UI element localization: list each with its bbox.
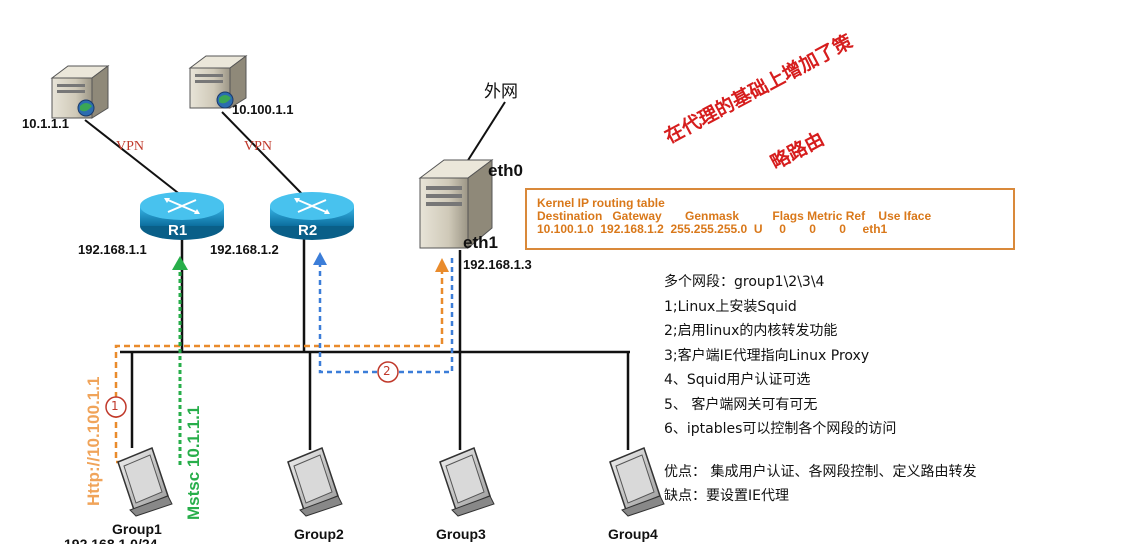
vpn-link-left xyxy=(84,119,183,197)
server-10-1-1-1-icon xyxy=(50,65,110,119)
note-item: 5、 客户端网关可有可无 xyxy=(664,396,818,413)
eth1-ip: 192.168.1.3 xyxy=(463,257,532,272)
notes-list: 多个网段：group1\2\3\4 1;Linux上安装Squid 2;启用li… xyxy=(664,270,896,442)
note-item: 4、Squid用户认证可选 xyxy=(664,372,811,388)
path-marker-1-label: 1 xyxy=(111,399,119,413)
path-2-route xyxy=(318,258,454,374)
path-marker-2-label: 2 xyxy=(383,364,391,378)
pc-group2-icon xyxy=(287,447,343,517)
note-item: 3;客户端IE代理指向Linux Proxy xyxy=(664,347,870,364)
path-marker-2-circle xyxy=(377,361,399,383)
vpn-link-right xyxy=(221,111,305,197)
group4-label: Group4 xyxy=(608,526,658,542)
group3-label: Group3 xyxy=(436,526,486,542)
vpn-label-left: VPN xyxy=(116,139,145,154)
routing-table-row: 10.100.1.0 192.168.1.2 255.255.255.0 U 0… xyxy=(537,222,888,236)
path-mstsc-arrowhead xyxy=(172,256,188,270)
router-r1-name: R1 xyxy=(168,222,188,239)
routing-table-header: Destination Gateway Genmask Flags Metric… xyxy=(537,209,932,223)
pc-group4-icon xyxy=(609,447,665,517)
internet-label: 外网 xyxy=(484,82,518,102)
server-left-ip: 10.1.1.1 xyxy=(22,116,69,131)
eth1-label: eth1 xyxy=(463,233,498,252)
router-r1-icon xyxy=(140,192,224,240)
routing-table-box: Kernel IP routing table Destination Gate… xyxy=(525,188,1015,250)
server-10-100-1-1-icon xyxy=(188,55,248,109)
server-right-ip: 10.100.1.1 xyxy=(232,102,294,117)
pc-group1-icon xyxy=(117,447,173,517)
internet-link xyxy=(464,101,506,166)
mstsc-path-label: Mstsc 10.1.1.1 xyxy=(184,405,203,520)
pc-group3-icon xyxy=(439,447,495,517)
note-item: 1;Linux上安装Squid xyxy=(664,298,797,315)
path-1-arrowhead xyxy=(435,258,449,272)
group1-label: Group1 xyxy=(112,521,162,537)
router-r1-ip: 192.168.1.1 xyxy=(78,242,147,257)
group1-subnet: 192.168.1.0/24 xyxy=(64,536,158,544)
note-item: 6、iptables可以控制各个网段的访问 xyxy=(664,421,897,437)
router-r2-name: R2 xyxy=(298,222,318,239)
cons-text: 缺点：要设置IE代理 xyxy=(664,488,789,504)
note-item: 多个网段：group1\2\3\4 xyxy=(664,274,825,290)
routing-table-title: Kernel IP routing table xyxy=(537,196,665,210)
linux-proxy-server-icon xyxy=(418,159,494,250)
router-r2-ip: 192.168.1.2 xyxy=(210,242,279,257)
note-item: 2;启用linux的内核转发功能 xyxy=(664,323,838,339)
router-r2-icon xyxy=(270,192,354,240)
vpn-label-right: VPN xyxy=(244,139,273,154)
path-2-arrowhead xyxy=(313,252,327,265)
path-marker-1-circle xyxy=(105,396,127,418)
http-path-label: Http://10.100.1.1 xyxy=(84,376,103,506)
group2-label: Group2 xyxy=(294,526,344,542)
eth0-label: eth0 xyxy=(488,161,523,180)
pros-text: 优点： 集成用户认证、各网段控制、定义路由转发 xyxy=(664,464,977,480)
